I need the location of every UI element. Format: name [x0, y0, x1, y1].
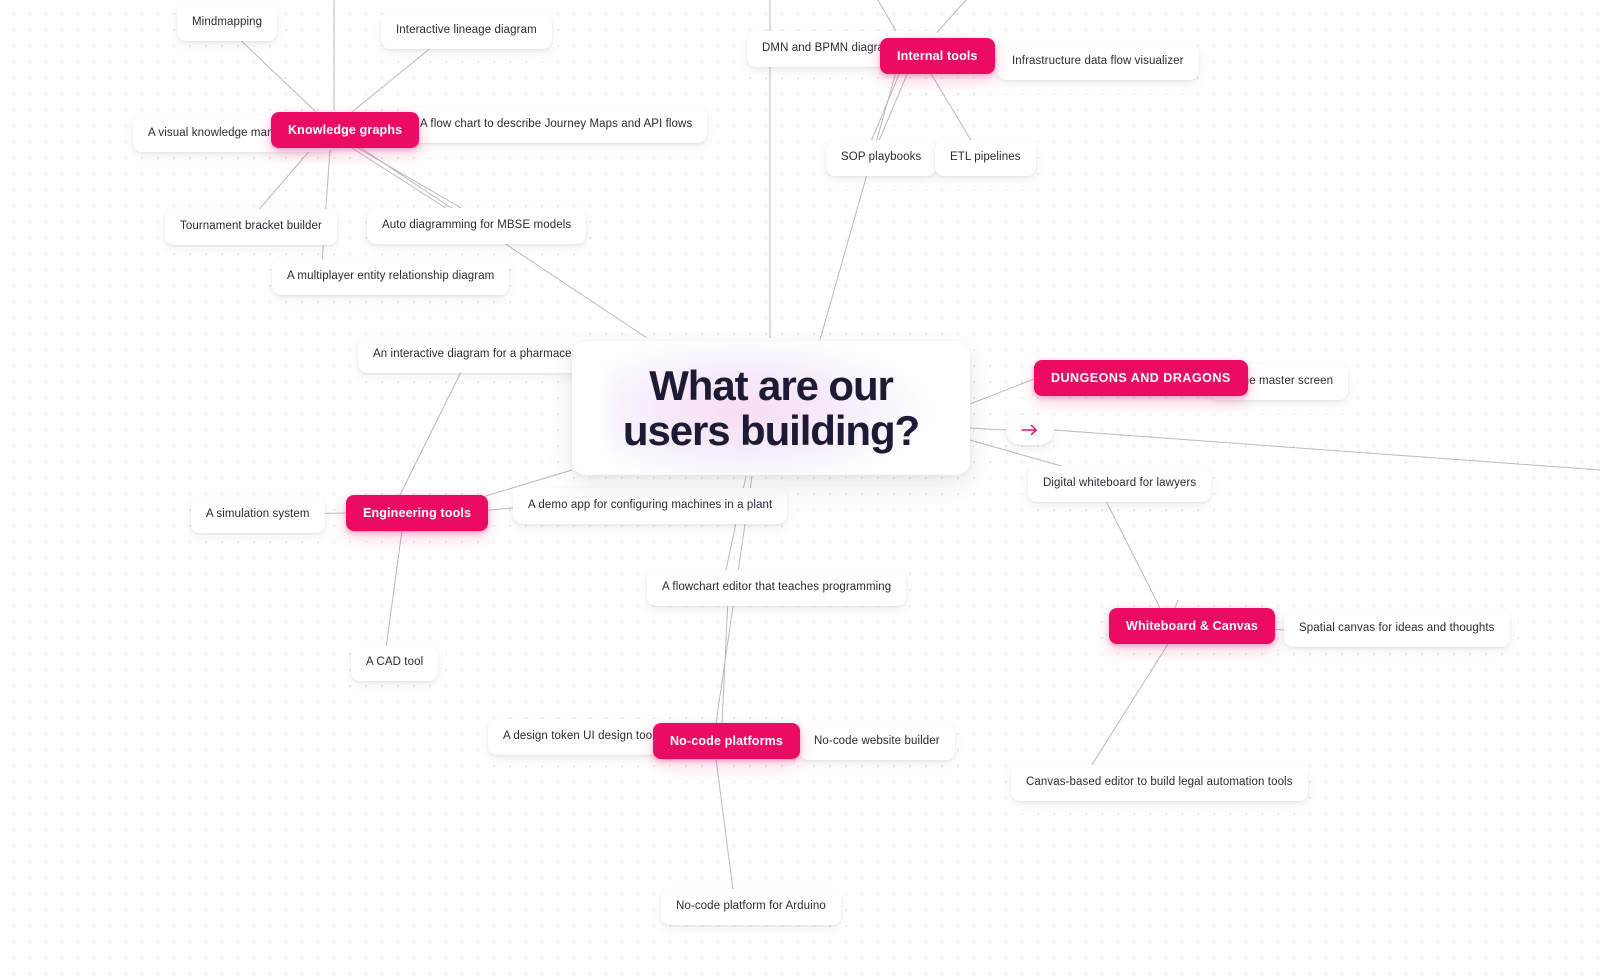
- leaf-node-digital-whiteboard-lawyers[interactable]: Digital whiteboard for lawyers: [1028, 466, 1212, 502]
- leaf-node-interactive-lineage[interactable]: Interactive lineage diagram: [381, 13, 552, 49]
- center-node[interactable]: What are our users building?: [572, 341, 970, 475]
- leaf-node-mindmapping[interactable]: Mindmapping: [177, 5, 278, 41]
- leaf-node-flow-chart-journey-maps[interactable]: A flow chart to describe Journey Maps an…: [405, 107, 708, 143]
- connector-line: [351, 147, 453, 213]
- center-title-line-2: users building?: [622, 407, 920, 454]
- leaf-node-multiplayer-erd[interactable]: A multiplayer entity relationship diagra…: [272, 259, 510, 295]
- connector-line: [385, 529, 403, 649]
- leaf-node-sop-playbooks[interactable]: SOP playbooks: [826, 140, 937, 176]
- connector-line: [819, 71, 897, 341]
- category-node-knowledge-graphs[interactable]: Knowledge graphs: [271, 112, 420, 148]
- leaf-node-simulation-system[interactable]: A simulation system: [191, 497, 325, 533]
- center-title-line-1: What are our: [649, 361, 894, 409]
- leaf-node-infra-data-flow[interactable]: Infrastructure data flow visualizer: [997, 44, 1199, 80]
- page-title: What are our users building?: [622, 361, 920, 454]
- connector-line: [721, 599, 729, 724]
- arrow-right-icon: [1021, 423, 1039, 437]
- expand-branch-button[interactable]: [1006, 415, 1054, 445]
- connector-line: [1089, 643, 1169, 769]
- leaf-node-demo-app-machines[interactable]: A demo app for configuring machines in a…: [513, 488, 788, 524]
- connector-line: [1174, 599, 1179, 609]
- category-node-no-code-platforms[interactable]: No-code platforms: [653, 723, 800, 759]
- connector-line: [255, 147, 313, 214]
- connector-line: [399, 369, 463, 496]
- leaf-node-no-code-arduino[interactable]: No-code platform for Arduino: [661, 889, 841, 925]
- category-node-dungeons-dragons[interactable]: DUNGEONS AND DRAGONS: [1034, 360, 1248, 396]
- leaf-node-spatial-canvas[interactable]: Spatial canvas for ideas and thoughts: [1284, 611, 1510, 647]
- connector-line: [355, 146, 469, 213]
- leaf-node-auto-diagramming-mbse[interactable]: Auto diagramming for MBSE models: [367, 208, 587, 244]
- leaf-node-flowchart-teaches-programming[interactable]: A flowchart editor that teaches programm…: [647, 570, 907, 606]
- connector-line: [1053, 429, 1600, 471]
- leaf-node-cad-tool[interactable]: A CAD tool: [351, 645, 439, 681]
- connector-line: [969, 427, 1007, 431]
- connector-line: [231, 31, 317, 113]
- category-node-whiteboard-canvas[interactable]: Whiteboard & Canvas: [1109, 608, 1276, 644]
- leaf-node-canvas-legal-automation[interactable]: Canvas-based editor to build legal autom…: [1011, 765, 1308, 801]
- connector-line: [715, 758, 734, 891]
- connector-line: [969, 378, 1035, 405]
- connector-line: [321, 149, 331, 263]
- leaf-node-design-token-ui[interactable]: A design token UI design tool: [488, 719, 670, 755]
- connector-line: [1100, 490, 1161, 609]
- connector-line: [929, 71, 973, 143]
- connector-line: [869, 71, 901, 145]
- leaf-node-tournament-bracket[interactable]: Tournament bracket builder: [165, 209, 337, 245]
- connector-line: [351, 41, 439, 113]
- leaf-node-etl-pipelines[interactable]: ETL pipelines: [935, 140, 1036, 176]
- leaf-node-no-code-website-builder[interactable]: No-code website builder: [799, 724, 955, 760]
- category-node-engineering-tools[interactable]: Engineering tools: [346, 495, 489, 531]
- category-node-internal-tools[interactable]: Internal tools: [880, 38, 995, 74]
- connector-line: [877, 71, 909, 144]
